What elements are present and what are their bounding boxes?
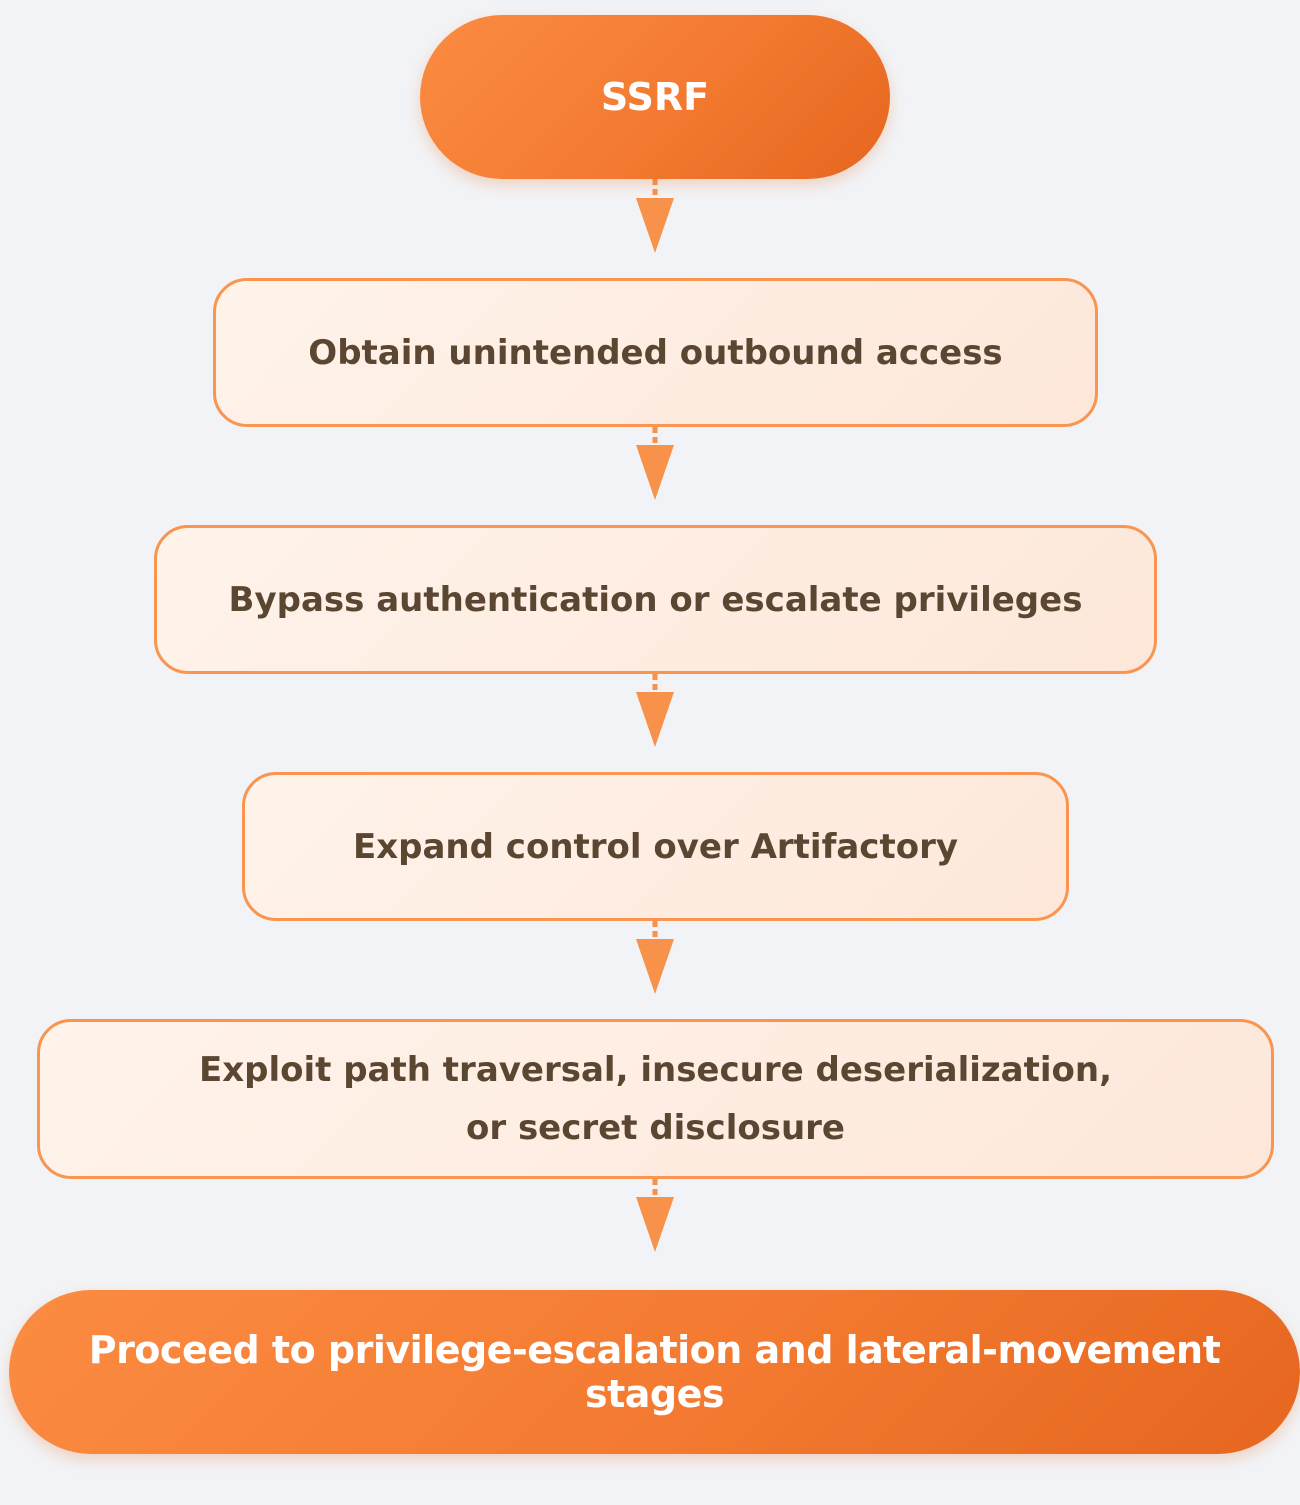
arrow-s3-s4 <box>636 921 674 994</box>
start-node-ssrf: SSRF <box>420 15 890 179</box>
step-expand-control: Expand control over Artifactory <box>242 772 1069 921</box>
arrow-s2-s3 <box>636 674 674 747</box>
arrow-s1-s2 <box>636 427 674 500</box>
arrow-s4-end <box>636 1179 674 1252</box>
step-label: Exploit path traversal, insecure deseria… <box>198 1050 1113 1148</box>
step-label: Obtain unintended outbound access <box>308 332 1003 373</box>
step-label: Bypass authentication or escalate privil… <box>228 579 1083 620</box>
step-bypass-auth: Bypass authentication or escalate privil… <box>154 525 1157 674</box>
step-outbound-access: Obtain unintended outbound access <box>213 278 1098 427</box>
end-node-next-stages: Proceed to privilege-escalation and late… <box>9 1290 1300 1454</box>
arrow-start-s1 <box>636 179 674 253</box>
start-node-label: SSRF <box>600 75 710 119</box>
step-label: Expand control over Artifactory <box>352 826 958 867</box>
step-exploit-vulns: Exploit path traversal, insecure deseria… <box>37 1019 1274 1179</box>
end-node-label: Proceed to privilege-escalation and late… <box>88 1328 1221 1416</box>
